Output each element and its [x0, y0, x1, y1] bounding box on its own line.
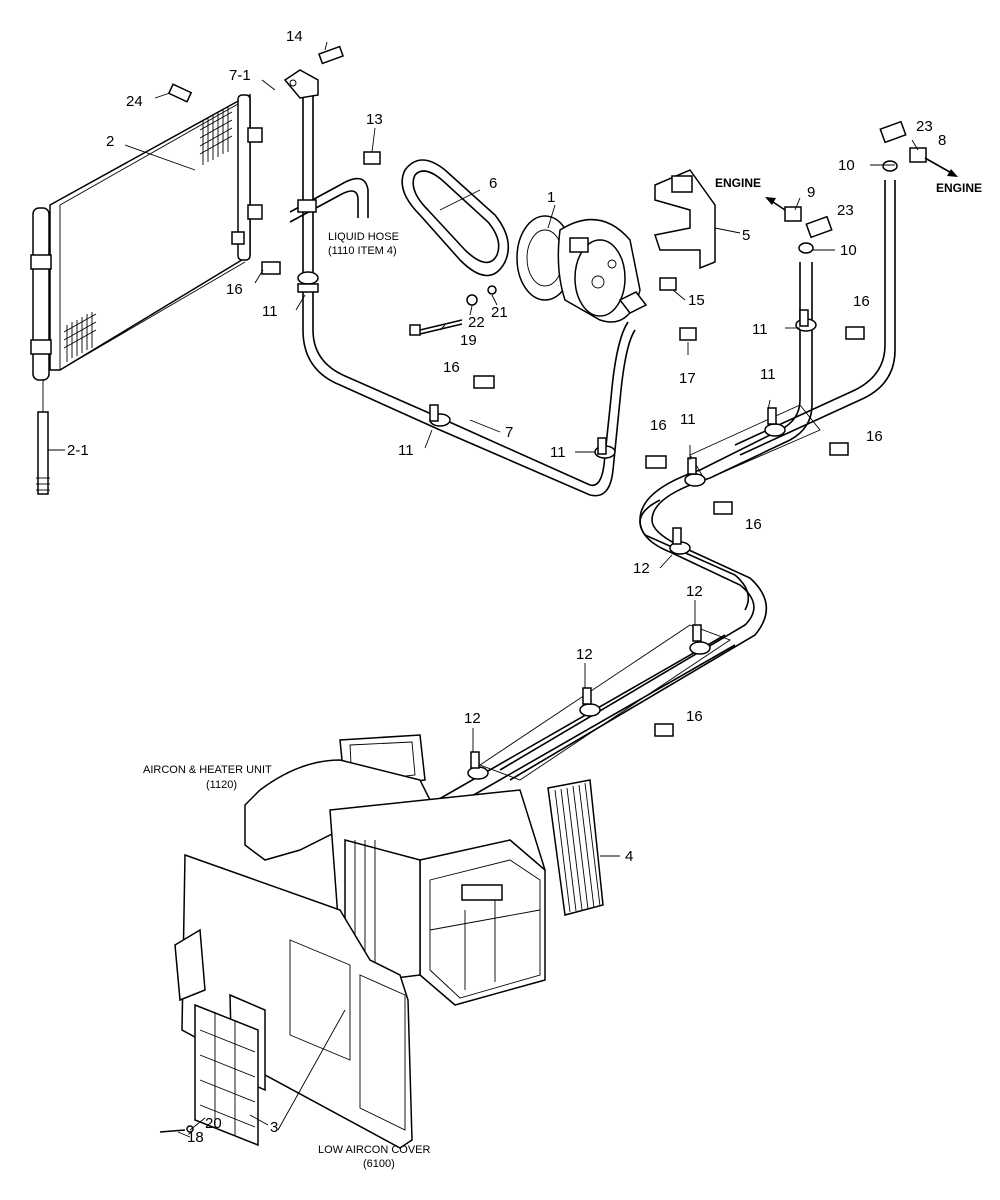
discharge-hose	[283, 69, 636, 497]
callout-21: 21	[491, 304, 508, 321]
callout-16f: 16	[745, 516, 762, 533]
callout-11b: 11	[752, 321, 768, 338]
fasteners	[159, 45, 927, 1133]
callout-5: 5	[742, 227, 750, 244]
callout-12c: 12	[576, 646, 593, 663]
bracket	[654, 169, 716, 270]
engine-arrows	[765, 157, 958, 211]
callout-16e: 16	[866, 428, 883, 445]
callout-17: 17	[679, 370, 696, 387]
callout-16c: 16	[650, 417, 667, 434]
suction-hoses	[419, 160, 898, 821]
aircon-unit-ref: (1120)	[206, 779, 237, 791]
liquid-hose-label: LIQUID HOSE	[328, 231, 399, 243]
callout-numbers: 1 2 2-1 3 4 5 6 7 7-1 8 9 10 10 11 11 11…	[67, 28, 946, 1146]
callout-12d: 12	[464, 710, 481, 727]
callout-12a: 12	[633, 560, 650, 577]
callout-7-1: 7-1	[229, 67, 251, 84]
liquid-hose-ref: (1110 ITEM 4)	[328, 245, 397, 257]
callout-23a: 23	[916, 118, 933, 135]
callout-9: 9	[807, 184, 815, 201]
callout-13: 13	[366, 111, 383, 128]
callout-4: 4	[625, 848, 633, 865]
aircon-heater-unit	[244, 734, 546, 1006]
callout-1: 1	[547, 189, 555, 206]
engine-label-2: ENGINE	[936, 181, 982, 195]
engine-label-1: ENGINE	[715, 176, 761, 190]
callout-11d: 11	[680, 411, 696, 428]
low-cover-ref: (6100)	[363, 1158, 395, 1170]
callout-2-1: 2-1	[67, 442, 89, 459]
callout-24: 24	[126, 93, 143, 110]
callout-6: 6	[489, 175, 497, 192]
callout-14: 14	[286, 28, 303, 45]
compressor	[466, 215, 648, 323]
callout-18: 18	[187, 1129, 204, 1146]
callout-11c: 11	[760, 366, 776, 383]
callout-12b: 12	[686, 583, 703, 600]
callout-7: 7	[505, 424, 513, 441]
callout-16d: 16	[853, 293, 870, 310]
low-cover-label: LOW AIRCON COVER	[318, 1144, 431, 1156]
clamps	[297, 271, 817, 780]
filter	[547, 779, 604, 916]
low-aircon-cover	[174, 853, 413, 1149]
callout-16g: 16	[686, 708, 703, 725]
callout-11e: 11	[550, 444, 566, 461]
drive-belt	[401, 159, 510, 277]
callout-10b: 10	[840, 242, 857, 259]
callout-11a: 11	[262, 303, 278, 320]
callout-23b: 23	[837, 202, 854, 219]
callout-8: 8	[938, 132, 946, 149]
text-notes: ENGINE ENGINE LIQUID HOSE (1110 ITEM 4) …	[143, 176, 982, 1170]
leader-lines	[48, 41, 919, 1138]
liquid-hose	[289, 177, 369, 223]
callout-16a: 16	[226, 281, 243, 298]
callout-20: 20	[205, 1115, 222, 1132]
callout-22: 22	[468, 314, 485, 331]
condenser	[30, 93, 263, 495]
aircon-unit-label: AIRCON & HEATER UNIT	[143, 764, 272, 776]
callout-15: 15	[688, 292, 705, 309]
callout-16b: 16	[443, 359, 460, 376]
callout-11f: 11	[398, 442, 414, 459]
callout-10a: 10	[838, 157, 855, 174]
callout-19: 19	[460, 332, 477, 349]
long-bolt	[409, 319, 463, 336]
callout-2: 2	[106, 133, 114, 150]
callout-3: 3	[270, 1119, 278, 1136]
